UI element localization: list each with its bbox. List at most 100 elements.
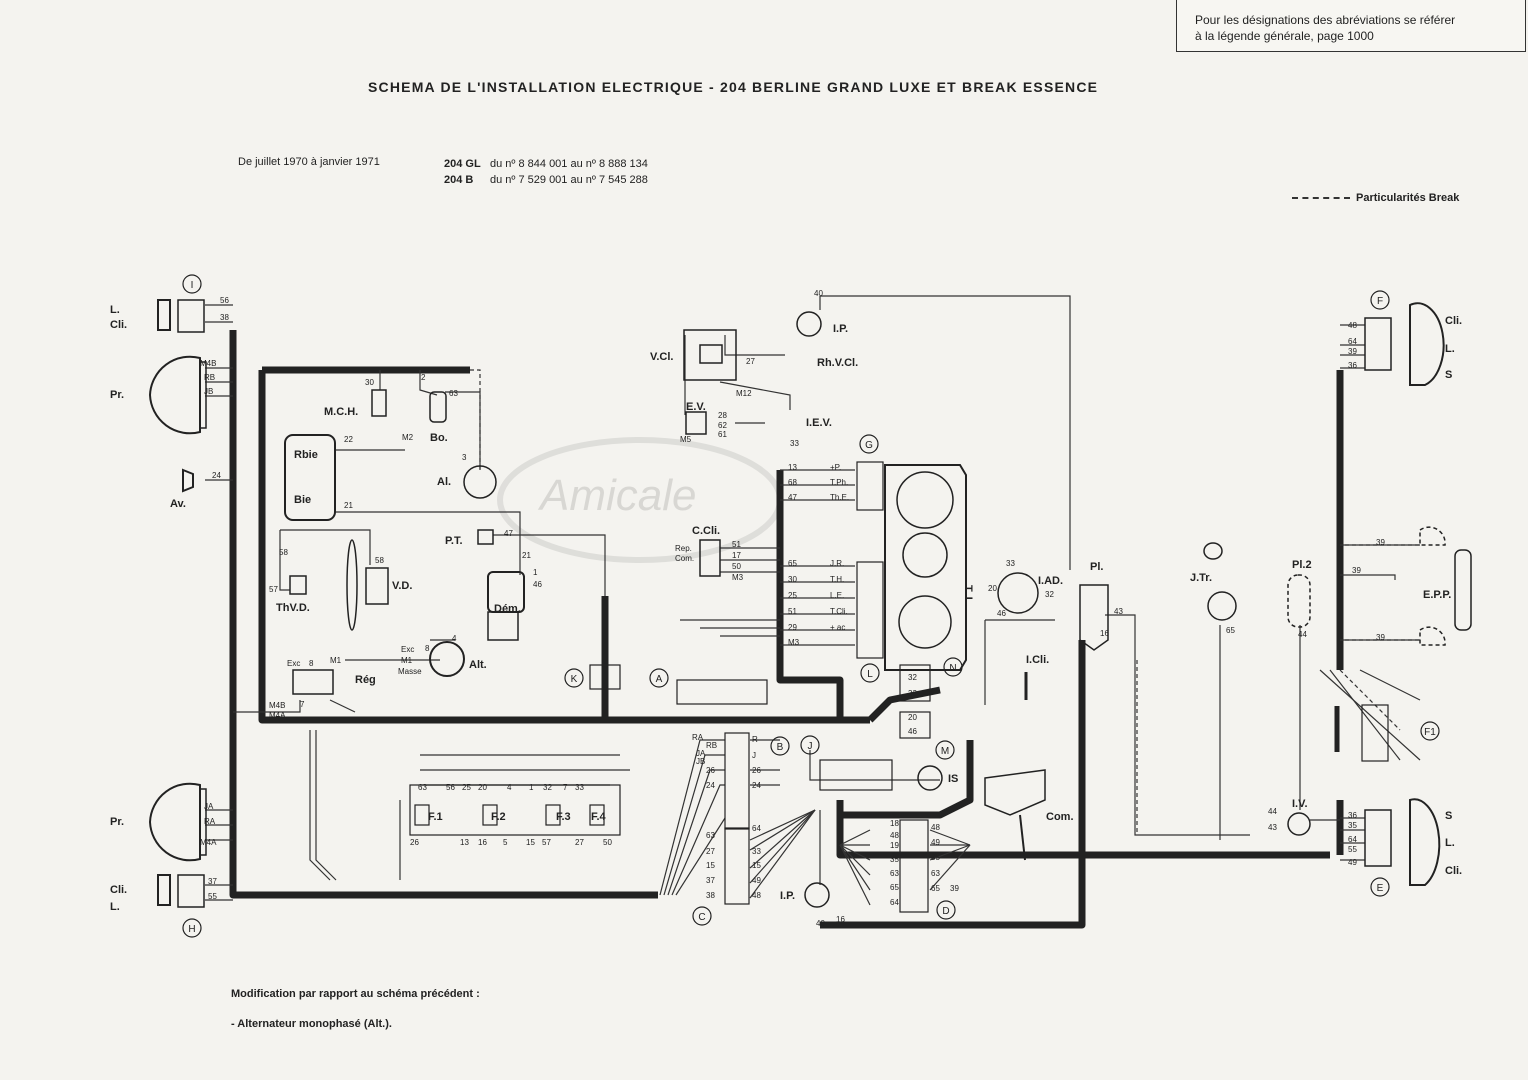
right-rear-lamp-bottom: S L. Cli.	[1364, 798, 1462, 886]
wire-33-c: 33	[752, 847, 761, 856]
wire-8-alt: 8	[425, 644, 430, 653]
wire-m2: M2	[402, 433, 414, 442]
model-code-gl: 204 GL	[444, 158, 481, 170]
interior-lamp-pl: Pl.	[1079, 561, 1109, 651]
wire-30-dash: 30	[788, 575, 797, 584]
term-th: T.H.	[830, 575, 844, 584]
block-c	[724, 827, 750, 905]
connector-i: I	[191, 280, 194, 291]
wire-15-c: 15	[706, 861, 715, 870]
alt-masse-label: Masse	[398, 667, 422, 676]
right-rear-lamp-top: Cli. L. S	[1364, 302, 1462, 386]
combination-switch: Com.	[984, 769, 1074, 861]
mch-switch: M.C.H.	[324, 389, 387, 418]
term-tph: T.Ph.	[830, 478, 848, 487]
model-range-gl: 204 GL du nº 8 844 001 au nº 8 888 134	[444, 156, 648, 172]
model-serial-gl: du nº 8 844 001 au nº 8 888 134	[490, 158, 648, 170]
wire-63-d: 63	[890, 869, 899, 878]
wire-number-labels: 56 38 M4B RB JB 24 30 2 63 M2 22 21 3 47…	[200, 289, 1385, 928]
wire-m4b-bottom: M4B	[269, 701, 285, 710]
wire-49-c: 49	[752, 876, 761, 885]
term-le: L.E.	[830, 591, 844, 600]
wire-20-iad: 20	[988, 584, 997, 593]
jtr-label: J.Tr.	[1190, 572, 1212, 584]
wire-55: 55	[208, 892, 217, 901]
ev-unit: E.V. I.E.V.	[685, 401, 832, 435]
wire-64-c: 64	[752, 824, 761, 833]
right-top-Cli-label: Cli.	[1445, 315, 1462, 327]
block-n	[899, 664, 931, 702]
wire-3: 3	[462, 453, 467, 462]
ccli-rep-label: Rep.	[675, 544, 692, 553]
wire-25: 25	[788, 591, 797, 600]
connector-f: F	[1377, 296, 1383, 307]
wire-20-m: 20	[908, 713, 917, 722]
wire-37: 37	[208, 877, 217, 886]
main-harness	[229, 330, 1344, 929]
wire-19-d: 19	[890, 841, 899, 850]
wire-13-fuse: 13	[460, 838, 469, 847]
wire-16-pl: 16	[1100, 629, 1109, 638]
reverse-switch: I.V.	[1287, 798, 1311, 836]
wire-37-c: 37	[706, 876, 715, 885]
oil-pressure-switch-top: I.P.	[796, 311, 848, 337]
mch-label: M.C.H.	[324, 406, 358, 418]
wire-17-ccli: 17	[732, 551, 741, 560]
wire-35-d-out: 35	[931, 853, 940, 862]
wire-1-fuse: 1	[529, 783, 534, 792]
oil-pressure-switch-bottom: I.P.	[780, 882, 830, 908]
fan-thermo-switch: ThV.D.	[276, 575, 310, 614]
connector-callouts	[182, 274, 1440, 938]
regulator: Rég Exc	[287, 659, 376, 695]
connector-a: A	[656, 674, 663, 685]
wire-36-rb: 36	[1348, 811, 1357, 820]
wire-56-fuse: 56	[446, 783, 455, 792]
ccli-label: C.Cli.	[692, 525, 720, 537]
fuse-4-label: F.4	[591, 811, 607, 823]
pt-label: P.T.	[445, 535, 463, 547]
wire-ja-b: JA	[696, 749, 706, 758]
fuse-2-label: F.2	[491, 811, 506, 823]
connector-j: J	[808, 741, 813, 752]
wire-49-d-out: 49	[931, 838, 940, 847]
wire-38: 38	[220, 313, 229, 322]
wire-50-ccli: 50	[732, 562, 741, 571]
right-top-S-label: S	[1445, 369, 1452, 381]
iv-label: I.V.	[1292, 798, 1308, 810]
alt-exc-label: Exc	[401, 645, 414, 654]
wire-63: 63	[449, 389, 458, 398]
term-p: +P.	[830, 463, 841, 472]
thvd-label: ThV.D.	[276, 602, 310, 614]
block-k	[589, 664, 621, 690]
connector-l: L	[867, 669, 873, 680]
wire-51: 51	[788, 607, 797, 616]
plate-lamp: E.P.P.	[1419, 526, 1472, 646]
wire-33-fuse: 33	[575, 783, 584, 792]
model-code-break: 204 B	[444, 174, 474, 186]
wire-21-starter: 21	[522, 551, 531, 560]
wire-55-rb: 55	[1348, 845, 1357, 854]
wire-22: 22	[344, 435, 353, 444]
alternator: Alt. Exc M1 Masse	[398, 641, 487, 677]
wire-m12: M12	[736, 389, 752, 398]
ip-top-label: I.P.	[833, 323, 848, 335]
wire-33-n: 33	[908, 689, 917, 698]
iev-label: I.E.V.	[806, 417, 832, 429]
amicale-watermark: Amicale	[497, 437, 783, 563]
right-top-L-label: L.	[1445, 343, 1455, 355]
wire-64-d: 64	[890, 898, 899, 907]
connector-b: B	[777, 742, 784, 753]
block-b	[724, 732, 750, 830]
wire-15-fuse: 15	[526, 838, 535, 847]
wire-44-pl2: 44	[1298, 630, 1307, 639]
wire-57: 57	[269, 585, 278, 594]
block-m	[899, 711, 931, 739]
battery: Rbie Bie	[284, 434, 336, 521]
wire-62: 62	[718, 421, 727, 430]
wire-48-d: 48	[890, 831, 899, 840]
wire-jb-b: JB	[696, 757, 705, 766]
wire-63-d-out: 63	[931, 869, 940, 878]
connector-f1: F1	[1424, 727, 1436, 738]
wire-65-d-out: 65	[931, 884, 940, 893]
